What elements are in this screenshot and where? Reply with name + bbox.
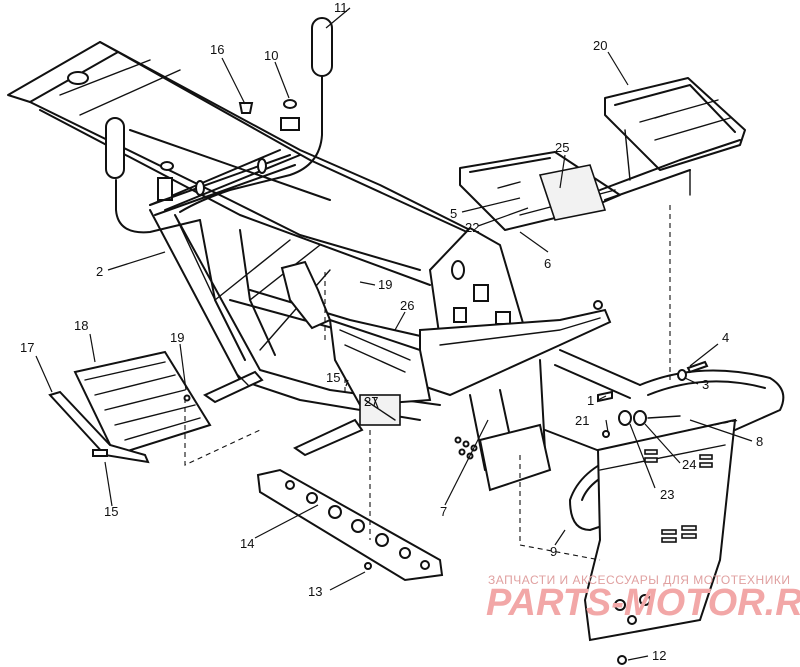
callout-16: 16 xyxy=(210,42,224,57)
small-fasteners xyxy=(160,99,300,171)
bolt-12-icon xyxy=(617,655,627,665)
callout-3: 3 xyxy=(702,377,709,392)
callout-1: 1 xyxy=(587,393,594,408)
skid-plate xyxy=(256,468,444,582)
grab-handles xyxy=(105,17,333,234)
bumper-vent-slots xyxy=(614,449,713,625)
callout-22: 22 xyxy=(465,220,479,235)
callout-25: 25 xyxy=(555,140,569,155)
callout-27: 27 xyxy=(364,394,378,409)
callout-14: 14 xyxy=(240,536,254,551)
callout-20: 20 xyxy=(593,38,607,53)
bumper-hardware xyxy=(597,360,709,438)
rear-rack xyxy=(459,77,746,231)
callout-19-upper: 19 xyxy=(378,277,392,292)
callout-17: 17 xyxy=(20,340,34,355)
callout-numbers: 16 10 11 20 25 5 22 6 2 19 26 19 18 17 1… xyxy=(20,0,763,663)
callout-5: 5 xyxy=(450,206,457,221)
callout-11: 11 xyxy=(334,0,348,15)
callout-8: 8 xyxy=(756,434,763,449)
callout-12: 12 xyxy=(652,648,666,663)
callout-15-lower: 15 xyxy=(104,504,118,519)
callout-23: 23 xyxy=(660,487,674,502)
callout-9: 9 xyxy=(550,544,557,559)
callout-10: 10 xyxy=(264,48,278,63)
leader-lines xyxy=(35,7,753,661)
callout-21: 21 xyxy=(575,413,589,428)
callout-6: 6 xyxy=(544,256,551,271)
callout-24: 24 xyxy=(682,457,696,472)
watermark-tagline: ЗАПЧАСТИ И АКСЕССУАРЫ ДЛЯ МОТОТЕХНИКИ xyxy=(488,573,790,587)
callout-7: 7 xyxy=(440,504,447,519)
callout-2: 2 xyxy=(96,264,103,279)
watermark-brand: PARTS-MOTOR.RU xyxy=(486,582,800,624)
front-bumper xyxy=(569,369,785,642)
assembly-lines xyxy=(184,205,741,561)
callout-26: 26 xyxy=(400,298,414,313)
callout-15-upper: 15 xyxy=(326,370,340,385)
footrest-brackets xyxy=(202,370,364,457)
skid-plate-holes xyxy=(285,480,430,570)
callout-4: 4 xyxy=(722,330,729,345)
callout-13: 13 xyxy=(308,584,322,599)
callout-19-lower: 19 xyxy=(170,330,184,345)
footrest xyxy=(48,350,212,464)
callout-18: 18 xyxy=(74,318,88,333)
watermark: ЗАПЧАСТИ И АКСЕССУАРЫ ДЛЯ МОТОТЕХНИКИ PA… xyxy=(486,573,800,624)
